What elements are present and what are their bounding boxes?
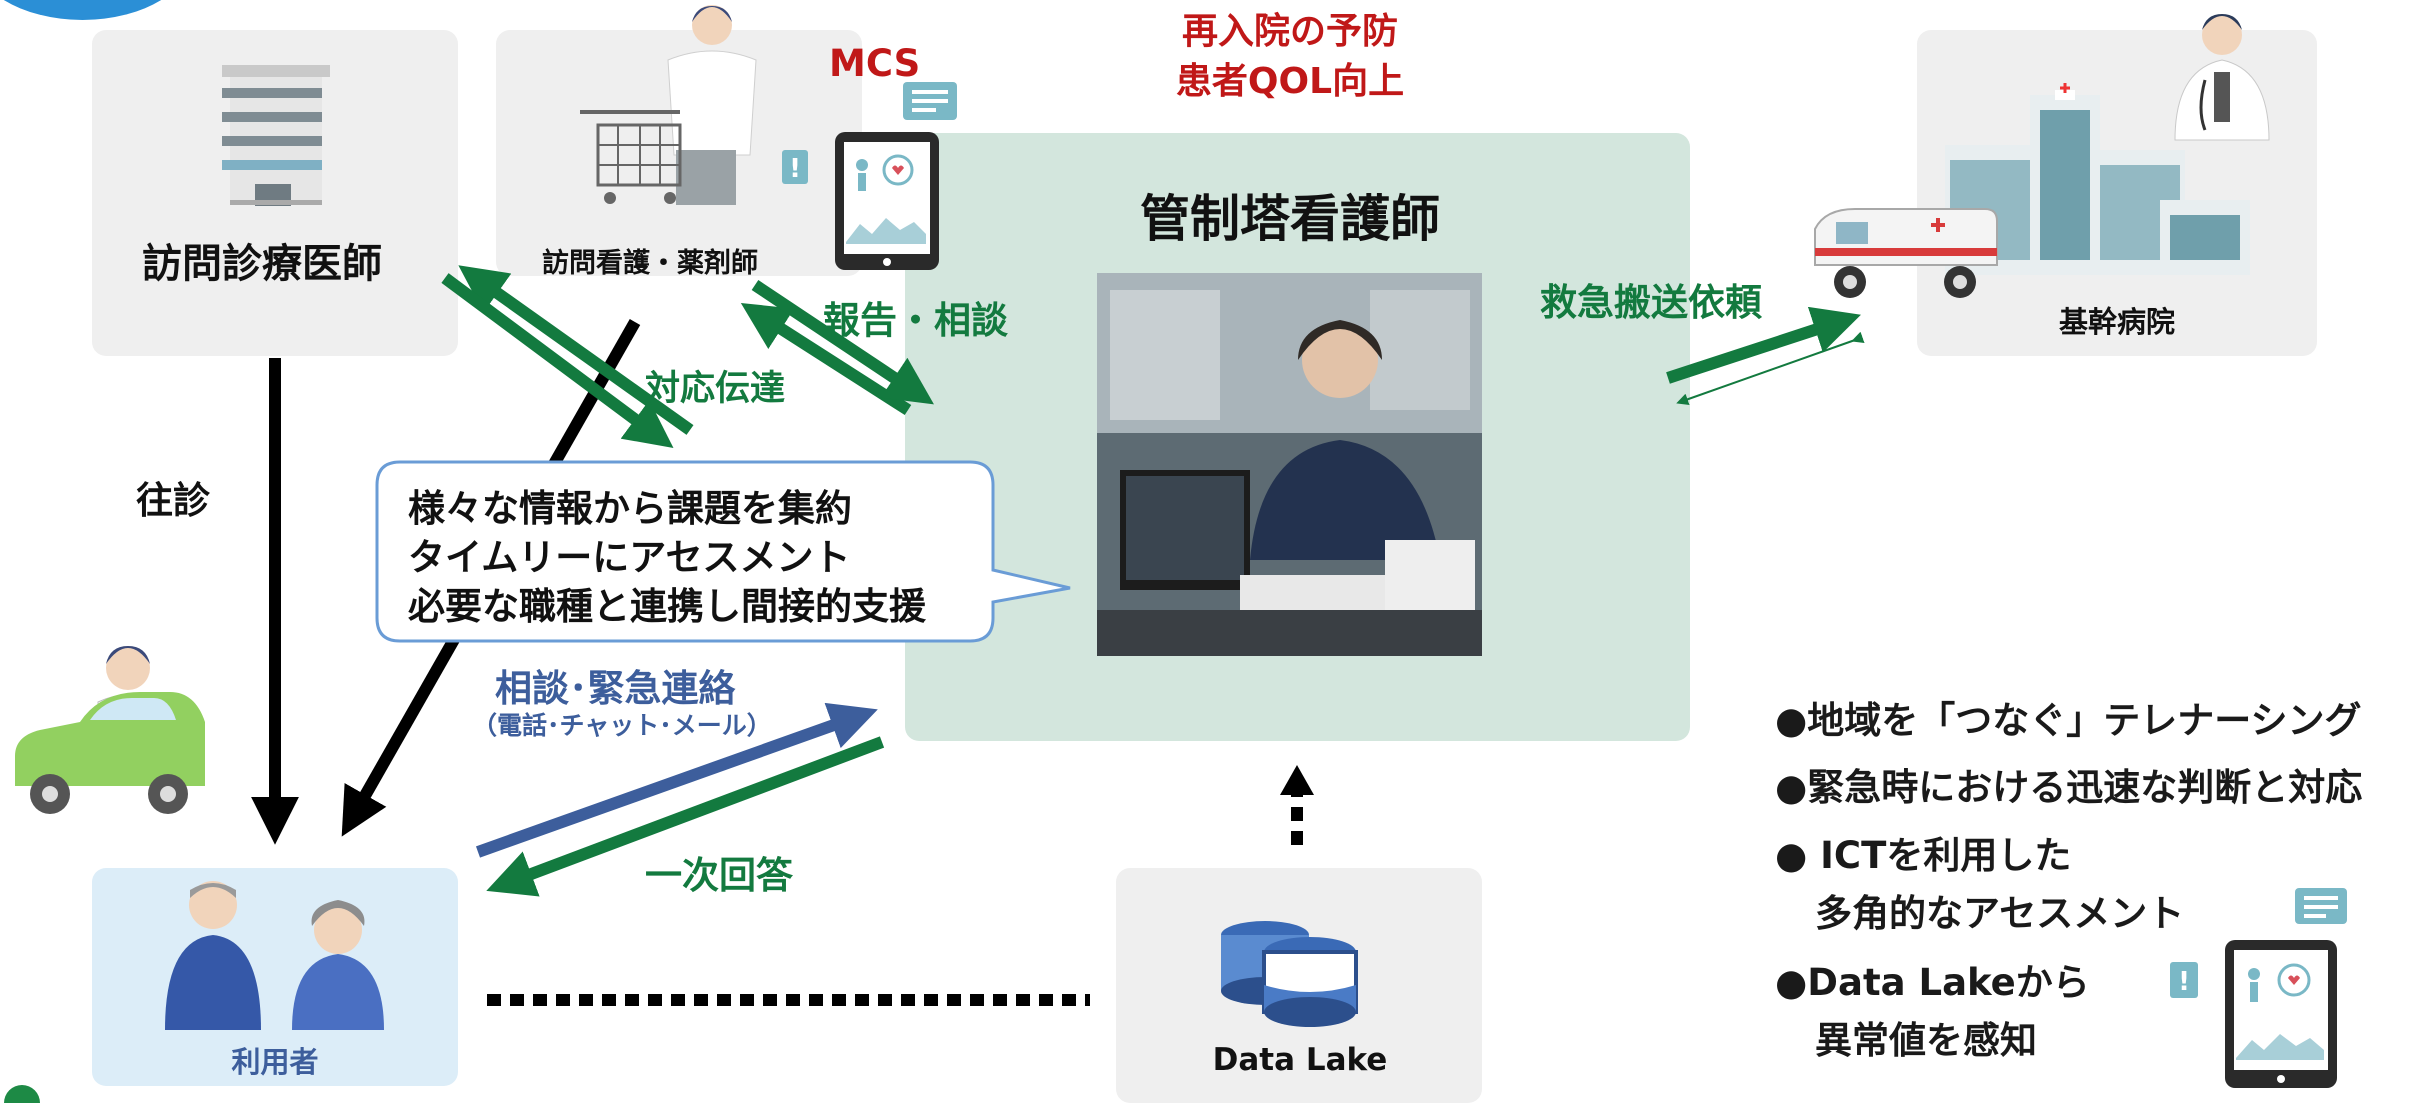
hospital-label: 基幹病院 (2058, 305, 2175, 339)
arrow-center-to-hospital (1666, 306, 1861, 384)
mcs-label: MCS (829, 42, 921, 85)
arrow-datalake-to-center (1280, 765, 1314, 795)
center-title: 管制塔看護師 (1140, 190, 1440, 248)
doctor-icon (2174, 14, 2270, 141)
nurse-with-cart-icon (580, 5, 757, 205)
bullet-ict-line1: ● ICTを利用した (1775, 834, 2072, 877)
tablet-small-icon: ! (2170, 888, 2347, 1088)
label-report: 報告・相談 (823, 299, 1008, 342)
doctor-label: 訪問診療医師 (142, 241, 382, 287)
bullet-datalake-line2: 異常値を感知 (1815, 1019, 2037, 1062)
car-with-driver-icon (15, 646, 205, 814)
callout-line2: タイムリーにアセスメント (408, 536, 851, 579)
corner-marker (4, 1085, 40, 1103)
bullet-connect-region: ●地域を「つなぐ」テレナーシング (1775, 699, 2362, 742)
callout-line1: 様々な情報から課題を集約 (408, 487, 852, 530)
label-consult-sub: （電話･チャット･メール） (472, 711, 772, 740)
bullet-datalake-line1: ●Data Lakeから (1775, 961, 2090, 1004)
arrow-hospital-center-thin (1676, 331, 1865, 405)
callout-line3: 必要な職種と連携し間接的支援 (408, 585, 926, 628)
clinic-building-icon (222, 65, 330, 206)
elderly-couple-icon (165, 881, 384, 1030)
bullet-emergency: ●緊急時における迅速な判断と対応 (1775, 766, 2363, 809)
bullet-ict-line2: 多角的なアセスメント (1815, 892, 2185, 935)
label-first-answer: 一次回答 (645, 854, 793, 897)
label-emergency-transport: 救急搬送依頼 (1540, 281, 1762, 324)
arrow-patient-to-center (475, 702, 878, 858)
patient-box (92, 868, 458, 1086)
nurse-photo (1097, 273, 1482, 656)
patient-label: 利用者 (231, 1045, 319, 1079)
datalake-label: Data Lake (1212, 1042, 1388, 1078)
headline-line1: 再入院の予防 (1181, 11, 1398, 52)
ambulance-icon (1814, 208, 1998, 298)
hospital-building-icon (1945, 83, 2250, 275)
svg-text:!: ! (789, 154, 801, 184)
arrow-nurse-to-center (751, 280, 934, 405)
arrow-doctor-to-center (441, 273, 674, 449)
database-icon (1221, 921, 1358, 1027)
svg-text:!: ! (2178, 967, 2190, 997)
label-consult: 相談･緊急連絡 (495, 667, 736, 710)
callout-bubble (375, 460, 1071, 643)
arrow-center-to-patient (486, 736, 885, 897)
label-home-visit: 往診 (136, 479, 210, 522)
label-response: 対応伝達 (645, 369, 786, 409)
headline-line2: 患者QOL向上 (1175, 61, 1405, 102)
tablet-icon: ! (782, 82, 957, 270)
nurse-label: 訪問看護・薬剤師 (542, 247, 758, 279)
